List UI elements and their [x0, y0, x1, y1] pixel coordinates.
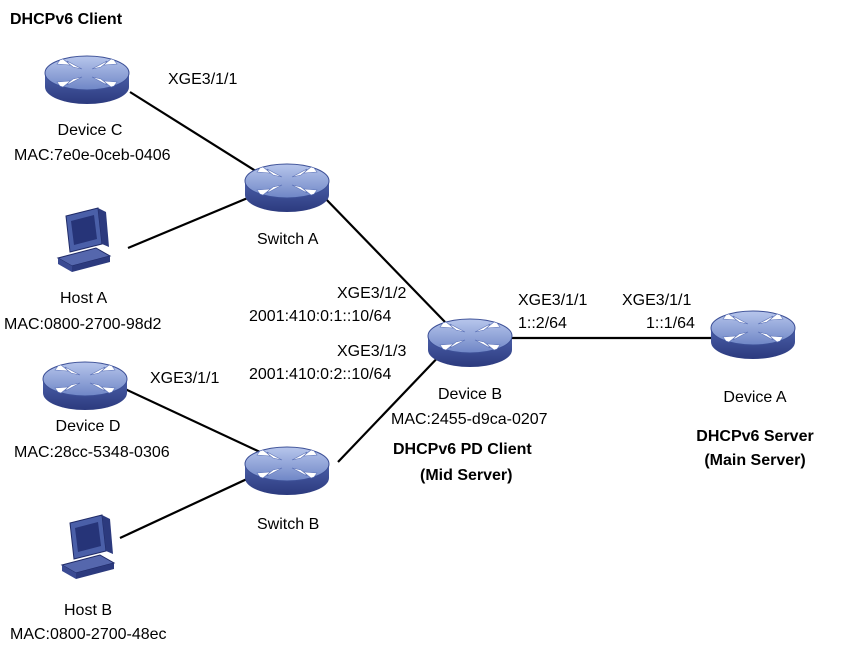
device-a-role-sub: (Main Server)	[704, 452, 806, 469]
link-deviced-switchb	[109, 381, 261, 453]
device-d-router-icon	[42, 361, 128, 411]
switch-a-switch-icon	[244, 163, 330, 213]
link-switchb-deviceb	[337, 349, 446, 463]
device-d-mac: MAC:28cc-5348-0306	[14, 444, 170, 461]
switch-b-name: Switch B	[257, 516, 320, 533]
device-c-mac: MAC:7e0e-0ceb-0406	[14, 147, 171, 164]
device-b-router-icon	[427, 318, 513, 368]
host-b-name: Host B	[64, 602, 113, 619]
device-a-port-ip: 1::1/64	[646, 315, 695, 332]
device-d-port-label: XGE3/1/1	[150, 370, 220, 387]
link-switcha-deviceb	[321, 194, 446, 323]
host-b-computer-icon	[61, 514, 115, 580]
link-hosta-switcha	[127, 190, 263, 250]
device-d-name: Device D	[55, 418, 121, 435]
switch-b-switch-icon	[244, 446, 330, 496]
host-a-name: Host A	[60, 290, 108, 307]
link-hostb-switchb	[119, 471, 263, 539]
device-b-name: Device B	[437, 386, 503, 403]
device-b-port-b-label: XGE3/1/3	[337, 343, 407, 360]
device-a-role: DHCPv6 Server	[696, 428, 814, 445]
device-c-name: Device C	[57, 122, 123, 139]
device-a-name: Device A	[723, 389, 787, 406]
host-a-computer-icon	[57, 207, 111, 273]
device-b-port-a-label: XGE3/1/2	[337, 285, 407, 302]
device-b-role-sub: (Mid Server)	[420, 467, 513, 484]
device-b-port-up-ip: 1::2/64	[518, 315, 567, 332]
link-devicec-switcha	[129, 91, 263, 176]
switch-a-name: Switch A	[257, 231, 319, 248]
device-b-mac: MAC:2455-d9ca-0207	[391, 411, 548, 428]
host-b-mac: MAC:0800-2700-48ec	[10, 626, 167, 643]
device-a-router-icon	[710, 310, 796, 360]
device-b-port-b-ip: 2001:410:0:2::10/64	[249, 366, 392, 383]
device-b-port-up-label: XGE3/1/1	[518, 292, 588, 309]
device-b-role: DHCPv6 PD Client	[393, 441, 532, 458]
device-c-router-icon	[44, 55, 130, 105]
device-b-port-a-ip: 2001:410:0:1::10/64	[249, 308, 392, 325]
device-a-port-label: XGE3/1/1	[622, 292, 692, 309]
host-a-mac: MAC:0800-2700-98d2	[4, 316, 162, 333]
device-c-port-label: XGE3/1/1	[168, 71, 238, 88]
page-title: DHCPv6 Client	[10, 11, 123, 28]
